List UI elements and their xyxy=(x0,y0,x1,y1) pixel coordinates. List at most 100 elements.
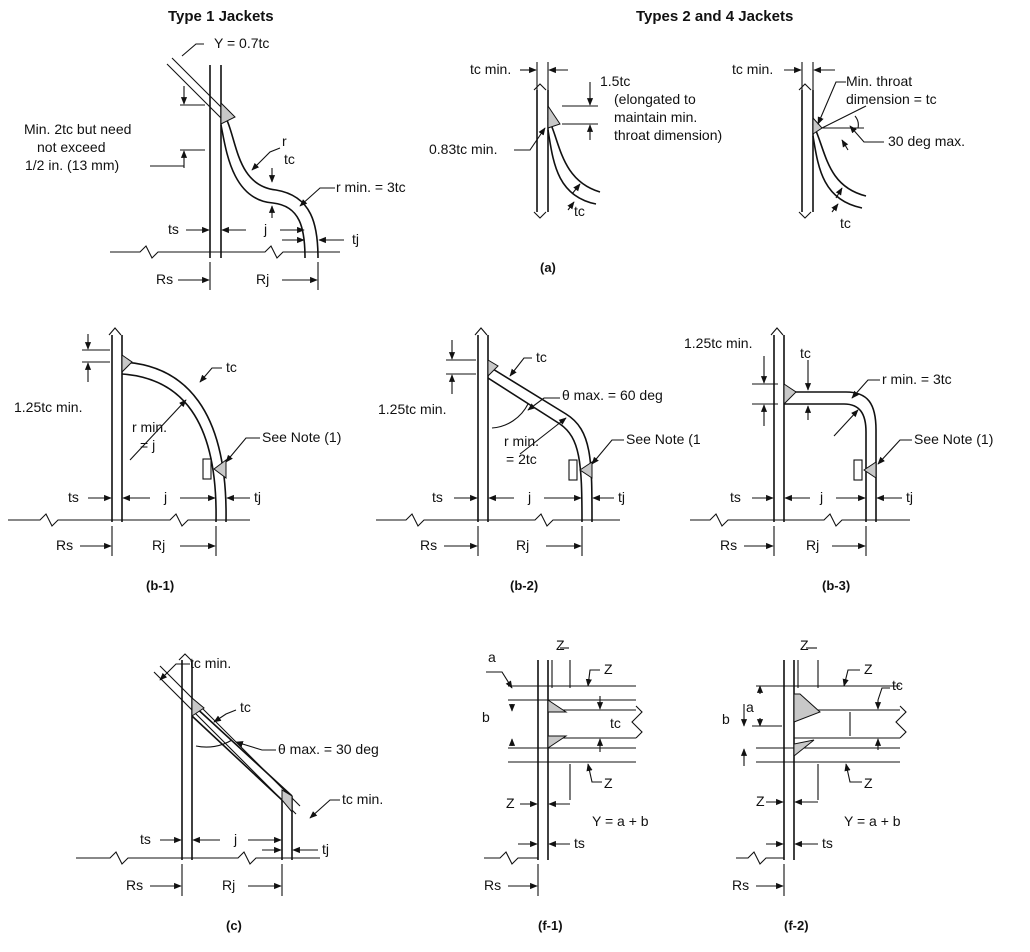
type1-y-label: Y = 0.7tc xyxy=(214,35,269,51)
b2-rmin2: = 2tc xyxy=(506,451,537,467)
a-left-elong1: (elongated to xyxy=(614,91,696,107)
a-right-throat2: dimension = tc xyxy=(846,91,937,107)
f1-Z-left: Z xyxy=(506,795,515,811)
a-right-tcmin: tc min. xyxy=(732,61,773,77)
f2-a: a xyxy=(746,699,754,715)
c-tcmin-top: tc min. xyxy=(190,655,231,671)
caption-a: (a) xyxy=(540,260,556,275)
type1-tj-label: tj xyxy=(352,231,359,247)
b3-Rs: Rs xyxy=(720,537,737,553)
type1-min-line2: not exceed xyxy=(37,139,106,155)
c-tc: tc xyxy=(240,699,251,715)
b2-rmin1: r min. xyxy=(504,433,539,449)
f2-Y: Y = a + b xyxy=(844,813,901,829)
f2-Z-r2: Z xyxy=(864,775,873,791)
b1-Rs: Rs xyxy=(56,537,73,553)
panel-c: tc min. tc θ max. = 30 deg tc min. ts j … xyxy=(76,653,383,933)
title-type1: Type 1 Jackets xyxy=(168,8,274,25)
b1-125: 1.25tc min. xyxy=(14,399,82,415)
f2-ts: ts xyxy=(822,835,833,851)
a-right-tc: tc xyxy=(840,215,851,231)
panel-type1: Y = 0.7tc Min. 2tc but need not exceed 1… xyxy=(24,35,406,290)
f1-Y: Y = a + b xyxy=(592,813,649,829)
f1-Z-top: Z xyxy=(556,637,565,653)
b3-j: j xyxy=(819,489,823,505)
b2-ts: ts xyxy=(432,489,443,505)
b2-theta: θ max. = 60 deg xyxy=(562,387,663,403)
f1-Z-r1: Z xyxy=(604,661,613,677)
type1-tc-label: tc xyxy=(284,151,295,167)
panel-b1: 1.25tc min. tc r min. = j See Note (1) t… xyxy=(8,327,341,593)
b2-tj: tj xyxy=(618,489,625,505)
c-theta: θ max. = 30 deg xyxy=(278,741,379,757)
type1-Rs-label: Rs xyxy=(156,271,173,287)
type1-min-line3: 1/2 in. (13 mm) xyxy=(25,157,119,173)
c-j: j xyxy=(233,831,237,847)
a-right-throat1: Min. throat xyxy=(846,73,912,89)
f2-Z-left: Z xyxy=(756,793,765,809)
a-left-15tc: 1.5tc xyxy=(600,73,630,89)
a-left-083: 0.83tc min. xyxy=(429,141,497,157)
f2-Z-r1: Z xyxy=(864,661,873,677)
panel-a-right: tc min. Min. throat dimension = tc 30 de… xyxy=(732,61,965,231)
caption-b3: (b-3) xyxy=(822,578,850,593)
title-types24: Types 2 and 4 Jackets xyxy=(636,8,793,25)
caption-b1: (b-1) xyxy=(146,578,174,593)
b1-Rj: Rj xyxy=(152,537,165,553)
c-ts: ts xyxy=(140,831,151,847)
b1-rmin2: = j xyxy=(140,437,155,453)
b3-Rj: Rj xyxy=(806,537,819,553)
c-Rj: Rj xyxy=(222,877,235,893)
b3-tc: tc xyxy=(800,345,811,361)
b1-tj: tj xyxy=(254,489,261,505)
b1-note: See Note (1) xyxy=(262,429,341,445)
b1-tc: tc xyxy=(226,359,237,375)
type1-Rj-label: Rj xyxy=(256,271,269,287)
b2-j: j xyxy=(527,489,531,505)
type1-r-label: r xyxy=(282,133,287,149)
b3-125: 1.25tc min. xyxy=(684,335,752,351)
type1-ts-label: ts xyxy=(168,221,179,237)
f1-b: b xyxy=(482,709,490,725)
caption-f1: (f-1) xyxy=(538,918,563,933)
f1-ts: ts xyxy=(574,835,585,851)
panel-b2: 1.25tc min. tc θ max. = 60 deg r min. = … xyxy=(376,327,701,593)
a-left-elong3: throat dimension) xyxy=(614,127,722,143)
f2-b: b xyxy=(722,711,730,727)
c-tj: tj xyxy=(322,841,329,857)
b2-note: See Note (1 xyxy=(626,431,701,447)
b1-ts: ts xyxy=(68,489,79,505)
f1-Rs: Rs xyxy=(484,877,501,893)
panel-b3: 1.25tc min. tc r min. = 3tc See Note (1)… xyxy=(684,327,993,593)
b3-note: See Note (1) xyxy=(914,431,993,447)
b3-rmin: r min. = 3tc xyxy=(882,371,952,387)
f1-a: a xyxy=(488,649,496,665)
b3-tj: tj xyxy=(906,489,913,505)
a-left-tcmin: tc min. xyxy=(470,61,511,77)
panel-f2: Z Z a b tc Z Z Y = a + b ts Rs (f-2) xyxy=(722,637,907,933)
b1-rmin1: r min. xyxy=(132,419,167,435)
b1-j: j xyxy=(163,489,167,505)
caption-c: (c) xyxy=(226,918,242,933)
type1-min-line1: Min. 2tc but need xyxy=(24,121,131,137)
f1-tc: tc xyxy=(610,715,621,731)
type1-j-label: j xyxy=(263,221,267,237)
b2-125: 1.25tc min. xyxy=(378,401,446,417)
b3-ts: ts xyxy=(730,489,741,505)
f2-Rs: Rs xyxy=(732,877,749,893)
f2-Z-top: Z xyxy=(800,637,809,653)
panel-a-left: tc min. 1.5tc (elongated to maintain min… xyxy=(429,61,722,219)
c-tcmin-bot: tc min. xyxy=(342,791,383,807)
caption-f2: (f-2) xyxy=(784,918,809,933)
a-left-elong2: maintain min. xyxy=(614,109,697,125)
b2-Rj: Rj xyxy=(516,537,529,553)
c-Rs: Rs xyxy=(126,877,143,893)
a-right-30deg: 30 deg max. xyxy=(888,133,965,149)
b2-Rs: Rs xyxy=(420,537,437,553)
f2-tc: tc xyxy=(892,677,903,693)
a-left-tc: tc xyxy=(574,203,585,219)
panel-f1: Z Z a b tc Z Z Y = a + b ts Rs (f-1) xyxy=(482,637,649,933)
type1-rmin-label: r min. = 3tc xyxy=(336,179,406,195)
f1-Z-r2: Z xyxy=(604,775,613,791)
